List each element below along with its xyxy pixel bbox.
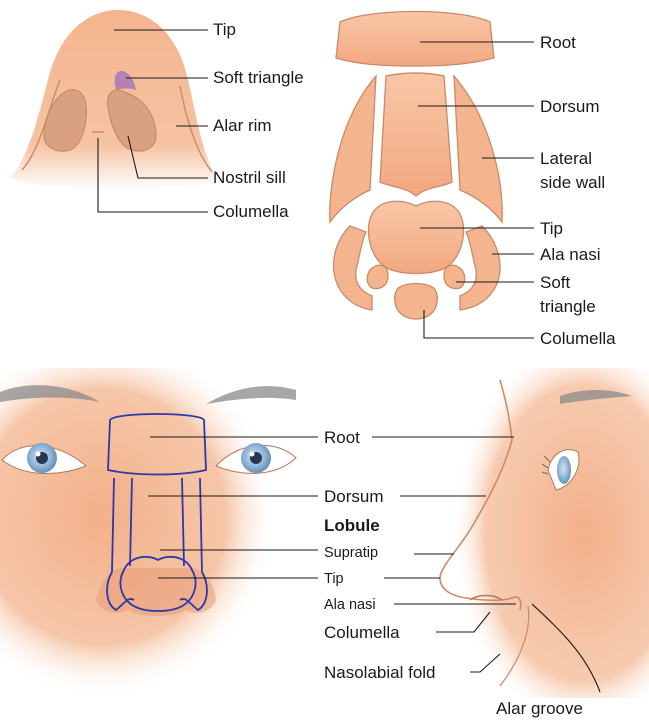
label-c-root: Root [324,428,360,447]
label-c-columella: Columella [324,623,400,642]
subunit-dorsum [380,73,452,196]
label-a-alar-rim: Alar rim [213,116,272,135]
panel-a-basal-view: Tip Soft triangle Alar rim Nostril sill … [10,10,304,221]
subunit-columella [395,284,438,320]
subunit-soft-triangle-right [444,265,465,288]
label-c-ala-nasi: Ala nasi [324,597,376,613]
label-b-lateral-2: side wall [540,173,605,192]
label-b-tip: Tip [540,219,563,238]
label-a-columella: Columella [213,202,289,221]
label-c-supratip: Supratip [324,545,378,561]
label-b-root: Root [540,33,576,52]
profile-face-skin [430,368,649,698]
label-b-lateral-1: Lateral [540,149,592,168]
label-c-tip: Tip [324,571,344,587]
label-c-lobule: Lobule [324,516,380,535]
subunit-root [336,12,494,67]
frontal-face-skin [0,368,320,698]
label-a-soft-triangle: Soft triangle [213,68,304,87]
label-a-nostril-sill: Nostril sill [213,168,286,187]
subunit-ala-right [460,226,500,310]
subunit-tip [368,201,463,273]
label-b-soft-1: Soft [540,273,571,292]
label-a-tip: Tip [213,20,236,39]
panel-c-face-views: Root Dorsum Lobule Supratip Tip Ala nasi… [0,368,649,718]
subunit-lateral-wall-left [330,76,376,222]
label-b-columella: Columella [540,329,616,348]
subunit-soft-triangle-left [367,265,388,288]
label-c-nasolabial-fold: Nasolabial fold [324,663,436,682]
label-b-ala-nasi: Ala nasi [540,245,600,264]
panel-b-subunits: Root Dorsum Lateral side wall Tip Ala na… [330,12,616,349]
label-c-dorsum: Dorsum [324,487,384,506]
label-c-alar-groove: Alar groove [496,699,583,718]
leader-b-columella [424,310,534,338]
label-b-soft-2: triangle [540,297,596,316]
subunit-lateral-wall-right [454,76,502,222]
subunit-ala-left [334,226,372,310]
label-b-dorsum: Dorsum [540,97,600,116]
